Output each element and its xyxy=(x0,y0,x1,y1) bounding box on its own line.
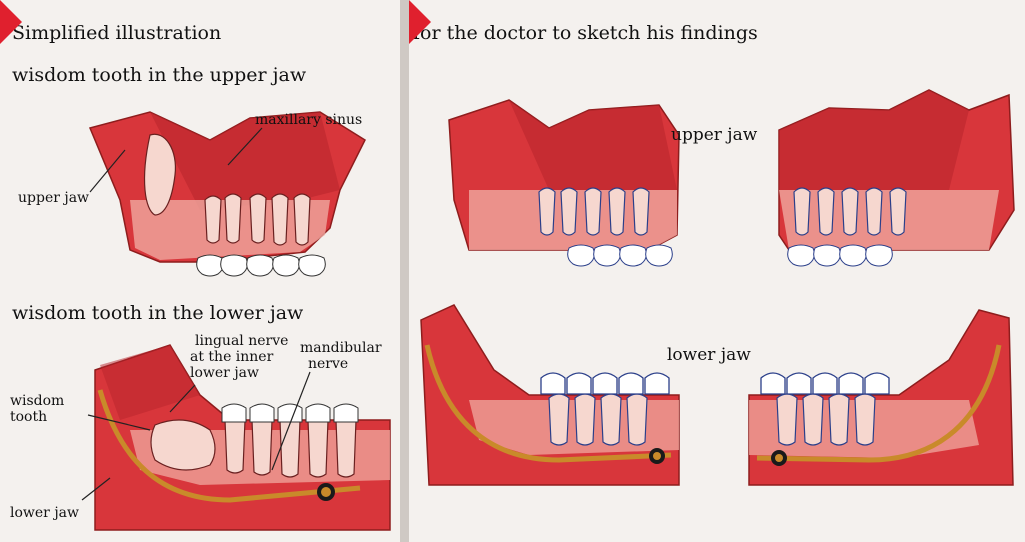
lingual-nerve-line-3: lower jaw xyxy=(190,365,259,381)
lower-jaw-label: lower jaw xyxy=(10,505,79,521)
lingual-nerve-line-1: lingual nerve xyxy=(195,333,288,349)
upper-jaw-label: upper jaw xyxy=(18,190,89,206)
lingual-nerve-line-2: at the inner xyxy=(190,349,273,365)
mandibular-nerve-line-2: nerve xyxy=(308,356,348,372)
upper-jaw-left-illustration xyxy=(449,100,679,266)
right-panel: for the doctor to sketch his findings up… xyxy=(409,0,1025,542)
wisdom-tooth-line-2: tooth xyxy=(10,409,47,425)
upper-jaw-illustration xyxy=(90,112,365,276)
maxillary-sinus-label: maxillary sinus xyxy=(255,112,362,128)
lower-jaw-right-illustration xyxy=(749,310,1013,485)
red-corner-marker xyxy=(0,0,22,44)
lower-jaw-left-illustration xyxy=(421,305,679,485)
left-panel: Simplified illustration wisdom tooth in … xyxy=(0,0,400,542)
lower-jaw-sketch-label: lower jaw xyxy=(667,345,751,365)
red-corner-marker xyxy=(409,0,431,44)
left-heading: Simplified illustration xyxy=(12,22,221,44)
right-illustrations xyxy=(409,0,1025,542)
wisdom-tooth-line-1: wisdom xyxy=(10,393,64,409)
panel-divider xyxy=(400,0,409,542)
mandibular-nerve-line-1: mandibular xyxy=(300,340,382,356)
lower-section-title: wisdom tooth in the lower jaw xyxy=(12,302,303,324)
upper-jaw-right-illustration xyxy=(779,90,1014,266)
upper-jaw-sketch-label: upper jaw xyxy=(671,125,757,145)
right-heading: for the doctor to sketch his findings xyxy=(413,22,758,44)
upper-section-title: wisdom tooth in the upper jaw xyxy=(12,64,306,86)
